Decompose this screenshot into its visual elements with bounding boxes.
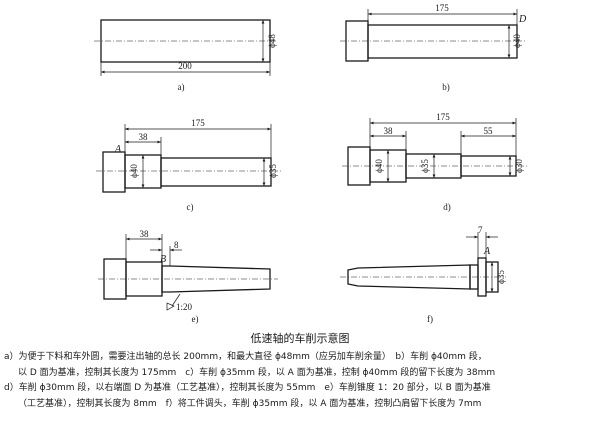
- datum-point-label: D: [518, 14, 527, 25]
- description-line: d）车削 ϕ30mm 段，以右端面 D 为基准（工艺基准），控制其长度为 55m…: [4, 383, 491, 393]
- description-line: a）为便于下料和车外圆，需要注出轴的总长 200mm，和最大直径 ϕ48mm（应…: [4, 352, 487, 362]
- panel-label: d): [443, 202, 451, 212]
- dim-diameter-label: ϕ40: [512, 34, 522, 48]
- panel-b: 175 ϕ40 D b): [340, 3, 527, 92]
- dim-length-label: 175: [191, 118, 205, 128]
- figure-caption: 低速轴的车削示意图: [250, 332, 350, 345]
- datum-point-label: A: [483, 246, 491, 257]
- dim-length-label: 200: [178, 61, 192, 71]
- dim-collar-label: 7: [478, 225, 483, 235]
- figure-description: a）为便于下料和车外圆，需要注出轴的总长 200mm，和最大直径 ϕ48mm（应…: [4, 350, 598, 412]
- turned-section-outline: [160, 157, 272, 187]
- dim-taper-label: 1:20: [176, 302, 193, 312]
- chuck-end-outline: [102, 151, 126, 193]
- panel-label: b): [442, 82, 450, 92]
- panel-e: 38 8 B 1:20 e): [98, 229, 278, 324]
- panel-label: a): [178, 82, 185, 92]
- panel-label: e): [192, 314, 199, 324]
- dim-diameter-label: ϕ35: [496, 270, 506, 284]
- panel-f: 7 ϕ35 A f): [340, 225, 506, 324]
- taper-symbol-icon: [166, 302, 175, 311]
- dim-right-label: 55: [484, 126, 494, 136]
- dim-taper-length-label: 8: [174, 240, 179, 250]
- dim-diameter-label: ϕ35: [420, 159, 430, 173]
- dim-diameter-label: ϕ30: [514, 159, 524, 173]
- panel-d: 175 38 55 ϕ40 ϕ35 ϕ30 d): [342, 112, 527, 212]
- description-line: 以 D 面为基准，控制其长度为 175mm c）车削 ϕ35mm 段，以 A 面…: [18, 367, 496, 378]
- panel-a: 200 ϕ48 a): [94, 19, 278, 92]
- description-line: （工艺基准），控制其长度为 8mm f）将工件调头，车削 ϕ35mm 段，以 A…: [18, 398, 482, 409]
- dim-diameter-label: ϕ48: [267, 34, 277, 48]
- datum-point-label: B: [160, 254, 166, 265]
- taper-leader-line: [171, 293, 181, 307]
- panel-label: f): [427, 314, 433, 324]
- datum-point-label: A: [114, 144, 122, 155]
- dim-diameter-label: ϕ35: [268, 164, 278, 178]
- dim-length-label: 175: [436, 112, 450, 122]
- turned-section-outline: [367, 24, 518, 59]
- dim-diameter-label: ϕ40: [374, 159, 384, 173]
- dim-step-label: 38: [384, 126, 394, 136]
- dim-length-label: 175: [435, 3, 449, 13]
- panel-label: c): [187, 202, 194, 212]
- dim-step-label: 38: [140, 229, 150, 239]
- dim-diameter-label: ϕ40: [129, 164, 139, 178]
- panel-c: 175 38 ϕ40 ϕ35 A c): [96, 118, 282, 212]
- dim-step-label: 38: [139, 132, 149, 142]
